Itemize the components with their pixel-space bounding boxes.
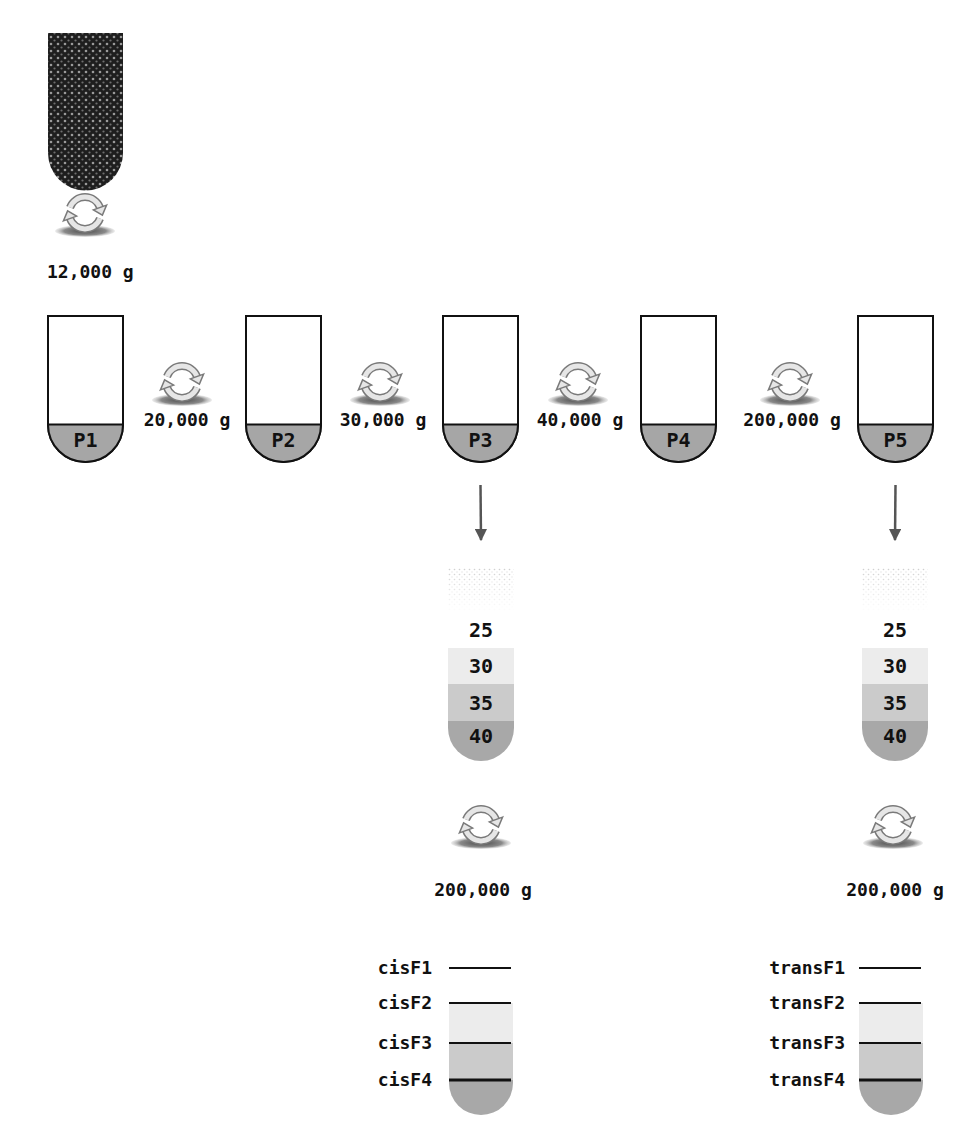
node-text: 30 xyxy=(469,656,493,676)
fraction-label: cisF4 xyxy=(378,1071,432,1089)
text-holder: 25 xyxy=(448,612,514,648)
node-text: 40 xyxy=(469,726,493,746)
centrifuge-speed: 200,000 g xyxy=(434,881,532,899)
centrifuge-icon xyxy=(548,366,608,406)
fraction-label: cisF3 xyxy=(378,1034,432,1052)
centrifuge-speed: 30,000 g xyxy=(340,411,427,429)
trans-fraction-tube xyxy=(859,968,923,1115)
node-text: 35 xyxy=(883,693,907,713)
node-text: 25 xyxy=(883,620,907,640)
text-holder: 25 xyxy=(862,612,928,648)
cis-fraction-tube xyxy=(449,968,513,1115)
pellet-tube: P2 xyxy=(245,315,322,463)
flow-arrow xyxy=(479,485,482,540)
flow-arrow xyxy=(894,485,897,540)
node-text: P2 xyxy=(271,430,295,450)
gradient-layer: 35 xyxy=(448,684,514,721)
text-holder: 40 xyxy=(448,721,514,751)
text-holder: 30 xyxy=(862,648,928,684)
centrifuge-icon xyxy=(152,366,212,406)
fraction-label: transF2 xyxy=(769,994,845,1012)
pellet-tube: P3 xyxy=(442,315,519,463)
fraction-label: transF1 xyxy=(769,959,845,977)
text-holder: 35 xyxy=(862,684,928,721)
node-text: P1 xyxy=(73,430,97,450)
pellet-tube: P5 xyxy=(857,315,934,463)
gradient-layer: 40 xyxy=(862,721,928,761)
gradient-layer: 35 xyxy=(862,684,928,721)
pellet-tube: P1 xyxy=(47,315,124,463)
gradient-layer: 30 xyxy=(448,648,514,684)
centrifuge-speed: 12,000 g xyxy=(47,263,134,281)
centrifuge-speed: 200,000 g xyxy=(743,411,841,429)
node-text: P3 xyxy=(468,430,492,450)
centrifuge-icon xyxy=(350,366,410,406)
node-text: 40 xyxy=(883,726,907,746)
text-holder: P2 xyxy=(245,425,322,457)
node-text: 25 xyxy=(469,620,493,640)
centrifuge-icon xyxy=(55,197,115,237)
node-text: P5 xyxy=(883,430,907,450)
text-holder: P5 xyxy=(857,425,934,457)
centrifuge-icon xyxy=(863,809,923,849)
node-text: 30 xyxy=(883,656,907,676)
centrifuge-icon xyxy=(451,809,511,849)
text-holder: 35 xyxy=(448,684,514,721)
text-holder: 40 xyxy=(862,721,928,751)
fraction-label: cisF2 xyxy=(378,994,432,1012)
centrifuge-speed: 200,000 g xyxy=(846,881,944,899)
gradient-layer: 30 xyxy=(862,648,928,684)
centrifuge-speed: 20,000 g xyxy=(144,411,231,429)
node-text: P4 xyxy=(666,430,690,450)
node-text: 35 xyxy=(469,693,493,713)
text-holder: 30 xyxy=(448,648,514,684)
fraction-label: transF4 xyxy=(769,1071,845,1089)
gradient-layer: 40 xyxy=(448,721,514,761)
homogenate-tube xyxy=(48,33,123,191)
text-holder: P3 xyxy=(442,425,519,457)
gradient-layer: 25 xyxy=(862,568,928,648)
gradient-layer: 25 xyxy=(448,568,514,648)
fraction-label: cisF1 xyxy=(378,959,432,977)
text-holder: P4 xyxy=(640,425,717,457)
centrifuge-icon xyxy=(760,366,820,406)
centrifuge-speed: 40,000 g xyxy=(537,411,624,429)
pellet-tube: P4 xyxy=(640,315,717,463)
fraction-label: transF3 xyxy=(769,1034,845,1052)
text-holder: P1 xyxy=(47,425,124,457)
